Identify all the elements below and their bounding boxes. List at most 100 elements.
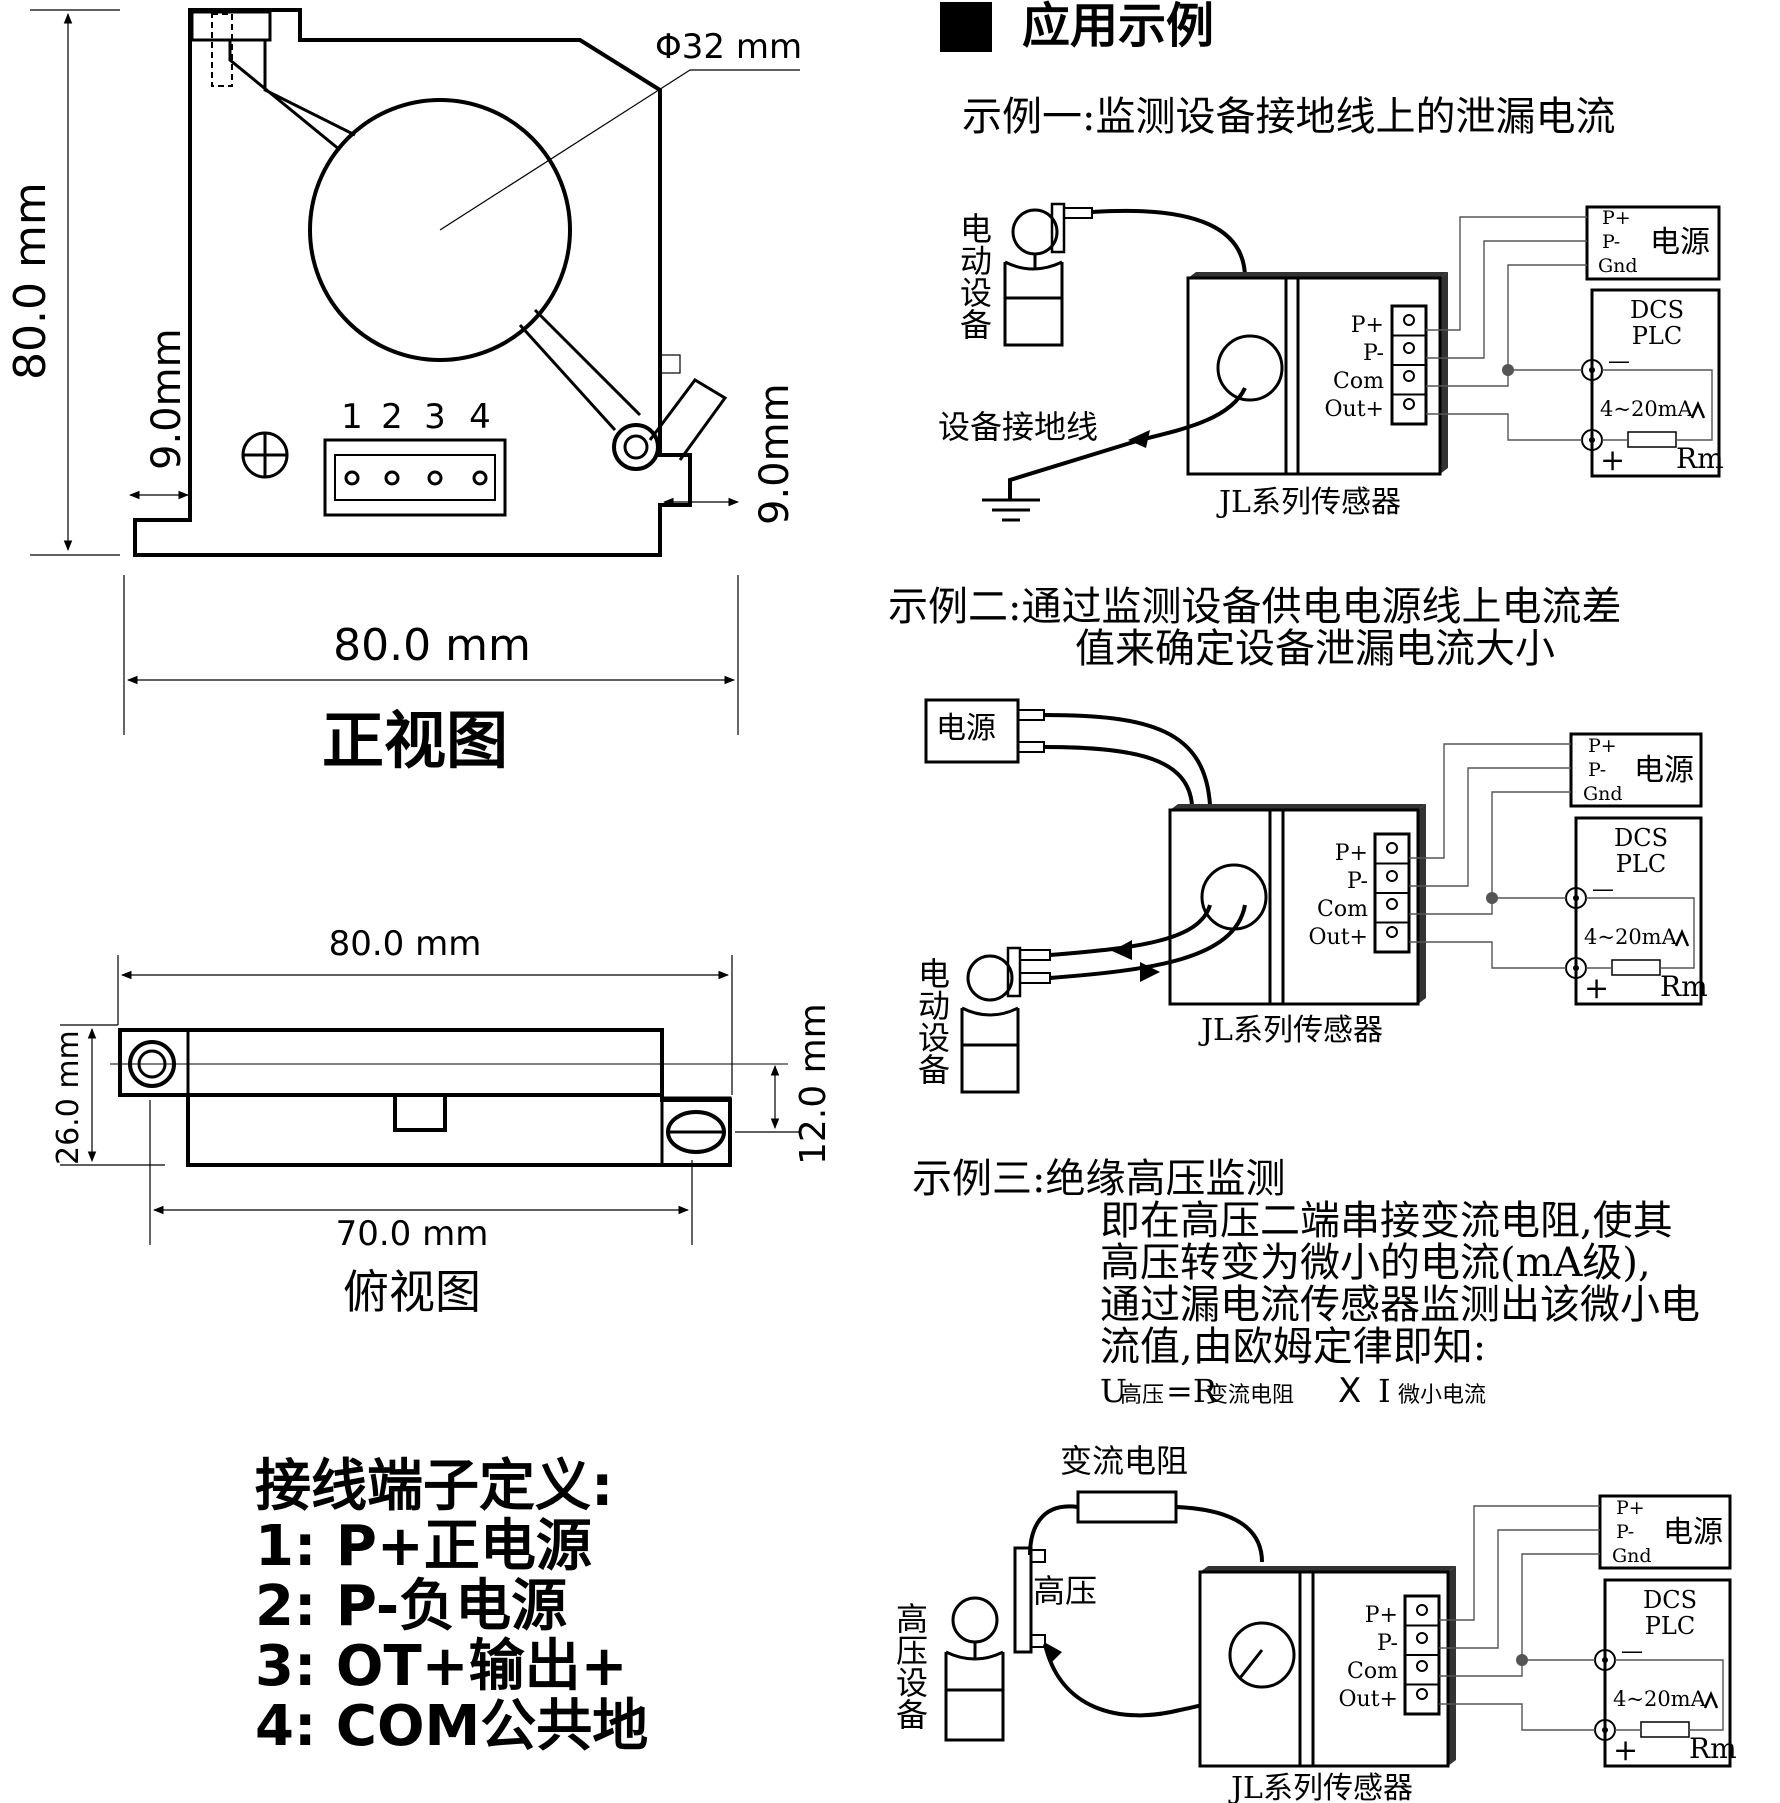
ex3-line-4: 流值,由欧姆定律即知: xyxy=(1100,1324,1486,1370)
ex3-power-box xyxy=(1598,1494,1732,1570)
ex3-arrow xyxy=(1044,1642,1062,1664)
ex1-dcs-node-minus-dot xyxy=(1589,367,1595,373)
pin-label-3: 3 xyxy=(424,397,446,437)
sensor-body-outline xyxy=(133,8,692,557)
ex3-sensor-label: JL系列传感器 xyxy=(1228,1771,1413,1803)
ex3-term-label-p-plus: P+ xyxy=(1365,1603,1398,1628)
ex1-ground-label: 设备接地线 xyxy=(938,408,1098,446)
ex3-pin-p-minus: P- xyxy=(1616,1521,1634,1543)
ex2-device-char-3: 设 xyxy=(918,1019,950,1057)
ex2-term-label-p-minus: P- xyxy=(1347,869,1368,894)
ex1-pin-gnd: Gnd xyxy=(1598,255,1638,277)
ex3-term-label-com: Com xyxy=(1347,1659,1398,1684)
ex3-pin-gnd: Gnd xyxy=(1612,1545,1652,1567)
ex3-formula: U 高压 =R 变流电阻 X I 微小电流 xyxy=(1100,1371,1486,1411)
ex3-dcs-box xyxy=(1603,1578,1732,1768)
ex2-rm-resistor xyxy=(1611,959,1661,976)
ex1-pin-p-plus: P+ xyxy=(1602,207,1631,229)
ex1-terminal-screw-4 xyxy=(1403,398,1415,410)
ex2-device-char-4: 备 xyxy=(918,1051,950,1089)
ex1-rm: Rm xyxy=(1676,442,1724,475)
formula-u: U xyxy=(1100,1372,1127,1410)
ex2-dcs-line2: PLC xyxy=(1616,850,1666,878)
ex2-term-label-com: Com xyxy=(1317,897,1368,922)
ex2-terminal-screw-2 xyxy=(1386,870,1398,882)
ex3-resistor xyxy=(1076,1490,1178,1524)
lower-channel xyxy=(518,308,642,432)
ex1-term-label-p-minus: P- xyxy=(1363,341,1384,366)
formula-r-sub: 变流电阻 xyxy=(1206,1383,1294,1408)
ex2-source-box xyxy=(924,698,1020,764)
hv-body xyxy=(944,1650,1005,1742)
ex1-device-char-1: 电 xyxy=(960,210,992,248)
right-mount-slot xyxy=(666,1110,726,1154)
dim-width-label: 80.0 mm xyxy=(333,620,531,671)
ex2-loop-arrow xyxy=(1674,928,1690,947)
ex2-power-label: 电源 xyxy=(1634,753,1694,788)
ex3-terminal-screw-2 xyxy=(1416,1632,1428,1644)
ex2-dcs-line1: DCS xyxy=(1614,824,1668,852)
ex1-sensor-label: JL系列传感器 xyxy=(1216,485,1401,520)
motor2-plug-2 xyxy=(1019,972,1051,984)
ex2-dcs-node-plus-dot xyxy=(1573,965,1579,971)
tv-dim-offset-label: 12.0 mm xyxy=(793,1003,834,1165)
ex2-sensor-label: JL系列传感器 xyxy=(1198,1013,1383,1048)
ex1-sensor-hole xyxy=(1216,334,1284,402)
ex1-terminal-screw-3 xyxy=(1403,370,1415,382)
ex1-term-label-com: Com xyxy=(1333,369,1384,394)
dim-height-label: 80.0 mm xyxy=(5,182,56,380)
ex2-arrow-1 xyxy=(1112,940,1132,960)
right-mount-box xyxy=(660,1096,732,1167)
ex3-hv-clamp xyxy=(1013,1546,1033,1654)
ex3-dcs-node-minus-dot xyxy=(1602,1657,1608,1663)
motor-device-2 xyxy=(960,946,1051,1094)
ex1-dcs-line1: DCS xyxy=(1630,296,1684,324)
ex3-loop-top-right xyxy=(1175,1505,1264,1563)
ex1-device-char-3: 设 xyxy=(960,274,992,312)
ex3-device-char-4: 备 xyxy=(896,1696,928,1734)
ex2-dcs-node-minus-dot xyxy=(1573,895,1579,901)
connector-pin-4 xyxy=(472,470,488,486)
motor-device-1 xyxy=(1003,202,1093,347)
diameter-label: Φ32 mm xyxy=(655,27,802,67)
formula-u-sub: 高压 xyxy=(1120,1383,1164,1408)
heading-title: 应用示例 xyxy=(1022,0,1214,54)
ex1-pin-p-minus: P- xyxy=(1602,231,1620,253)
ex2-title-line1: 示例二:通过监测设备供电电源线上电流差 xyxy=(888,584,1621,630)
ex1-term-label-out: Out+ xyxy=(1325,397,1384,422)
formula-x: X xyxy=(1338,1371,1361,1411)
motor-lug xyxy=(1050,202,1066,254)
ex1-minus: — xyxy=(1608,349,1630,374)
ex3-sensor-shadow xyxy=(1448,1566,1456,1766)
ex1-dcs-line2: PLC xyxy=(1632,322,1682,350)
top-channel xyxy=(228,38,356,152)
ex1-term-label-p-plus: P+ xyxy=(1351,313,1384,338)
tv-dim-span-label: 70.0 mm xyxy=(336,1214,489,1254)
pin-label-4: 4 xyxy=(469,397,491,437)
ex3-device-char-2: 压 xyxy=(896,1632,928,1670)
ex2-minus: — xyxy=(1592,877,1614,902)
screw-hole-inner xyxy=(623,434,649,460)
connector-pin-3 xyxy=(427,470,443,486)
dim-left-gap-label: 9.0mm xyxy=(144,328,190,470)
left-mount-box xyxy=(118,1028,190,1097)
front-view-caption: 正视图 xyxy=(322,704,508,777)
ex3-terminal-screw-1 xyxy=(1416,1604,1428,1616)
ex2-sensor-shadow xyxy=(1418,804,1426,1004)
ex1-dcs-loop xyxy=(1602,369,1713,441)
ex2-plug-1 xyxy=(1017,709,1045,721)
ex3-pin-p-plus: P+ xyxy=(1616,1497,1645,1519)
ex1-sensor-shadow xyxy=(1440,272,1448,474)
ex2-range: 4~20mA xyxy=(1584,925,1678,949)
ex2-device-char-2: 动 xyxy=(918,987,950,1025)
motor-head xyxy=(1011,208,1059,256)
ex3-wires xyxy=(1439,1505,1600,1731)
ex2-power-box xyxy=(1569,732,1703,808)
ex2-pin-p-plus: P+ xyxy=(1588,735,1617,757)
pin-label-1: 1 xyxy=(341,397,363,437)
ex3-dcs-line2: PLC xyxy=(1645,1612,1695,1640)
ex3-terminal-screw-3 xyxy=(1416,1660,1428,1672)
ex2-motor-cable-2 xyxy=(1049,904,1247,980)
ex1-cable-top xyxy=(1091,208,1247,279)
